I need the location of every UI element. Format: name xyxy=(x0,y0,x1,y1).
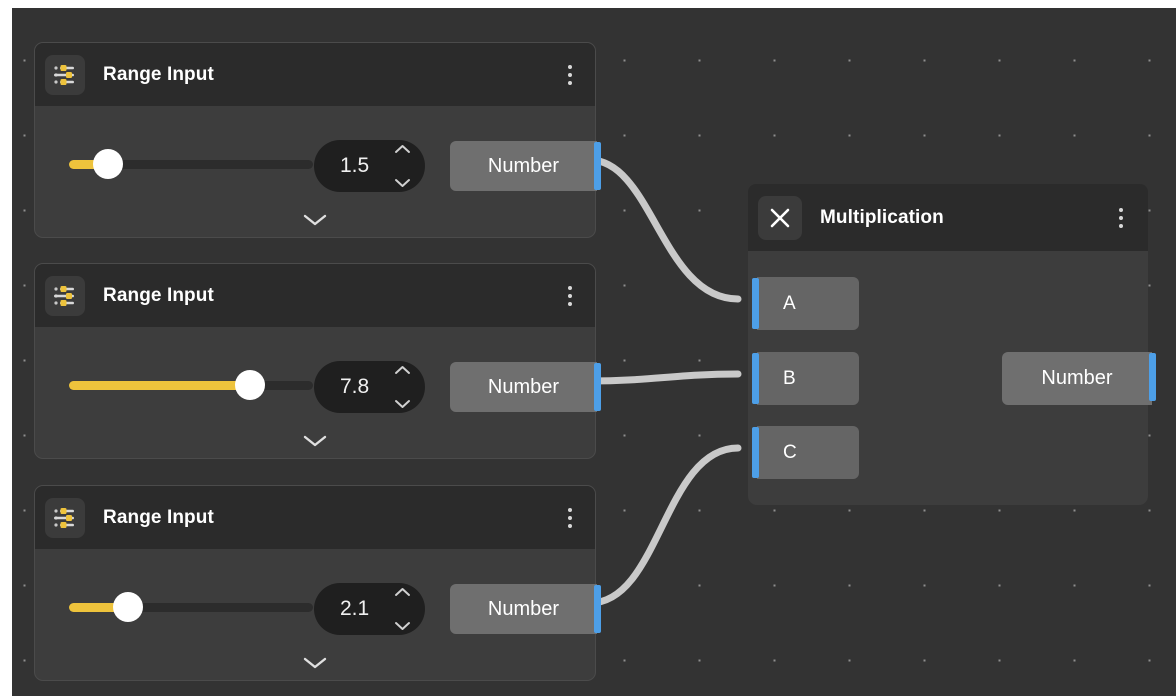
wire-range2-to-B xyxy=(586,370,742,385)
input-port-a[interactable]: A xyxy=(752,277,859,330)
port-connector[interactable] xyxy=(594,585,601,633)
value-steppers[interactable] xyxy=(385,144,425,188)
slider-thumb[interactable] xyxy=(234,370,265,400)
kebab-menu-icon[interactable] xyxy=(559,62,581,88)
value-text: 1.5 xyxy=(340,154,370,177)
node-body: 7.8 Number xyxy=(35,327,601,459)
node-expander-toggle[interactable] xyxy=(35,433,595,449)
value-field[interactable]: 7.8 xyxy=(314,361,425,413)
chevron-up-icon xyxy=(394,366,410,374)
port-connector[interactable] xyxy=(1149,353,1156,401)
chevron-down-icon xyxy=(303,214,327,226)
output-port-number[interactable]: Number xyxy=(1002,352,1156,405)
wire-range3-to-C xyxy=(586,444,742,607)
output-port-label: Number xyxy=(1041,367,1113,389)
output-port-label: Number xyxy=(487,375,560,398)
node-header[interactable]: Range Input xyxy=(35,43,595,106)
node-header[interactable]: Range Input xyxy=(35,264,595,327)
slider-track xyxy=(69,160,313,169)
port-connector[interactable] xyxy=(594,142,601,190)
node-body: 2.1 Number xyxy=(35,549,601,681)
chevron-down-icon xyxy=(394,622,410,630)
value-steppers[interactable] xyxy=(385,587,425,631)
input-port-c[interactable]: C xyxy=(752,426,859,479)
kebab-menu-icon[interactable] xyxy=(559,505,581,531)
input-port-label: A xyxy=(783,292,796,314)
node-title: Range Input xyxy=(103,63,214,85)
sliders-icon xyxy=(45,54,85,95)
node-range-input-3[interactable]: Range Input 2.1 N xyxy=(34,485,601,681)
value-steppers[interactable] xyxy=(385,365,425,409)
output-port-label: Number xyxy=(487,597,560,620)
kebab-menu-icon[interactable] xyxy=(559,283,581,309)
chevron-down-icon xyxy=(303,435,327,447)
chevron-down-icon xyxy=(303,657,327,669)
range-slider[interactable] xyxy=(69,149,313,179)
node-multiplication[interactable]: Multiplication A B C Number xyxy=(748,184,1156,505)
port-connector[interactable] xyxy=(752,353,759,404)
node-title: Range Input xyxy=(103,506,214,528)
node-header[interactable]: Multiplication xyxy=(748,184,1148,251)
node-range-input-2[interactable]: Range Input 7.8 N xyxy=(34,263,601,459)
wire-range1-to-A xyxy=(586,156,742,303)
node-header[interactable]: Range Input xyxy=(35,486,595,549)
node-range-input-1[interactable]: Range Input 1.5 N xyxy=(34,42,601,238)
kebab-menu-icon[interactable] xyxy=(1110,205,1132,231)
output-port-label: Number xyxy=(487,154,560,177)
slider-fill xyxy=(69,381,250,390)
chevron-up-icon xyxy=(394,145,410,153)
output-port-number[interactable]: Number xyxy=(450,141,601,191)
slider-thumb[interactable] xyxy=(93,149,124,179)
output-port-number[interactable]: Number xyxy=(450,362,601,412)
value-field[interactable]: 1.5 xyxy=(314,140,425,192)
slider-track xyxy=(69,603,313,612)
port-connector[interactable] xyxy=(752,278,759,329)
value-text: 7.8 xyxy=(340,375,370,398)
input-port-label: C xyxy=(783,441,797,463)
close-x-icon[interactable] xyxy=(758,195,802,240)
slider-fill xyxy=(69,603,128,612)
slider-thumb[interactable] xyxy=(112,592,143,622)
chevron-down-icon xyxy=(394,400,410,408)
port-connector[interactable] xyxy=(752,427,759,478)
node-title: Multiplication xyxy=(820,206,944,228)
sliders-icon xyxy=(45,497,85,538)
range-slider[interactable] xyxy=(69,370,313,400)
value-field[interactable]: 2.1 xyxy=(314,583,425,635)
sliders-icon xyxy=(45,275,85,316)
value-text: 2.1 xyxy=(340,597,370,620)
node-body: 1.5 Number xyxy=(35,106,601,238)
input-port-label: B xyxy=(783,367,796,389)
node-title: Range Input xyxy=(103,284,214,306)
range-slider[interactable] xyxy=(69,592,313,622)
port-connector[interactable] xyxy=(594,363,601,411)
chevron-down-icon xyxy=(394,179,410,187)
node-expander-toggle[interactable] xyxy=(35,655,595,671)
slider-fill xyxy=(69,160,109,169)
node-expander-toggle[interactable] xyxy=(35,212,595,228)
chevron-up-icon xyxy=(394,588,410,596)
node-editor-canvas[interactable]: Range Input 1.5 N xyxy=(12,8,1176,696)
input-port-b[interactable]: B xyxy=(752,352,859,405)
output-port-number[interactable]: Number xyxy=(450,584,601,634)
